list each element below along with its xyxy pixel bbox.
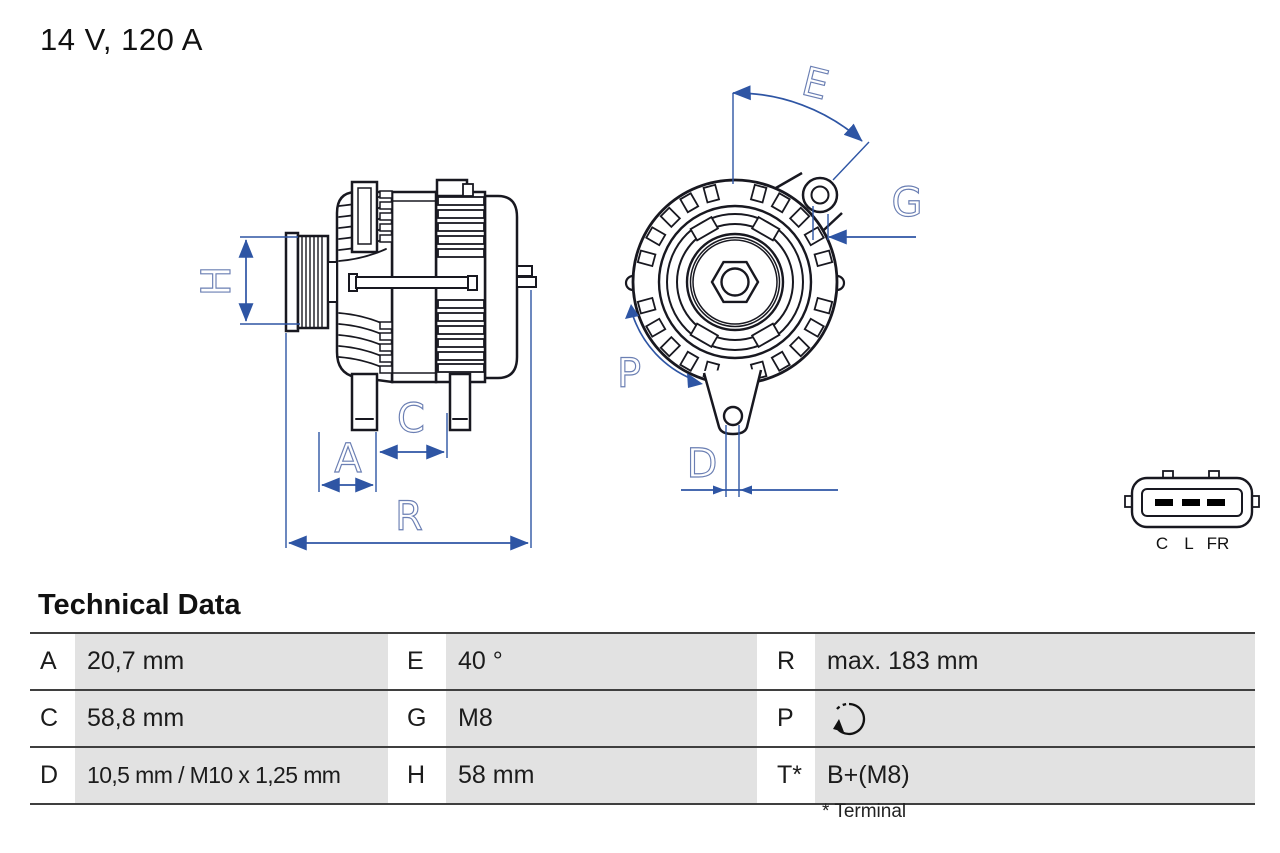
technical-drawing: H A C R (193, 58, 1260, 553)
dim-key-a: A (30, 634, 75, 689)
dim-label-e: E (797, 59, 833, 110)
dim-value-p (815, 691, 1255, 746)
side-view-dimensions: H A C R (193, 236, 532, 551)
dim-key-g: G (388, 691, 446, 746)
dim-label-p: P (617, 351, 641, 397)
connector-pin-label-c: C (1156, 534, 1168, 553)
dim-value-g: M8 (446, 691, 757, 746)
dim-label-h: H (194, 266, 240, 296)
dim-label-r: R (395, 494, 423, 540)
dim-key-c: C (30, 691, 75, 746)
dim-key-e: E (388, 634, 446, 689)
table-row: C 58,8 mm G M8 P (30, 689, 1255, 746)
connector-diagram: C L FR (1124, 470, 1260, 553)
dim-value-r: max. 183 mm (815, 634, 1255, 689)
terminal-footnote: * Terminal (822, 801, 907, 822)
dim-key-t: T* (757, 748, 815, 803)
connector-pin-label-fr: FR (1207, 534, 1230, 553)
table-row: A 20,7 mm E 40 ° R max. 183 mm (30, 632, 1255, 689)
dim-key-r: R (757, 634, 815, 689)
dim-key-d: D (30, 748, 75, 803)
alternator-side-view (284, 178, 537, 432)
alternator-front-view (624, 171, 846, 436)
dim-value-h: 58 mm (446, 748, 757, 803)
dim-label-c: C (397, 396, 425, 442)
dim-label-d: D (687, 441, 718, 487)
connector-pin-label-l: L (1184, 534, 1193, 553)
connector-pins (1155, 499, 1225, 506)
dim-value-c: 58,8 mm (75, 691, 388, 746)
dim-value-e: 40 ° (446, 634, 757, 689)
rotation-direction-icon (833, 702, 866, 735)
technical-data-heading: Technical Data (38, 589, 241, 621)
technical-data-table: A 20,7 mm E 40 ° R max. 183 mm C 58,8 mm… (30, 632, 1255, 805)
table-row: D 10,5 mm / M10 x 1,25 mm H 58 mm T* B+(… (30, 746, 1255, 805)
dim-key-p: P (757, 691, 815, 746)
dim-value-a: 20,7 mm (75, 634, 388, 689)
dim-value-d: 10,5 mm / M10 x 1,25 mm (75, 748, 388, 803)
dim-key-h: H (388, 748, 446, 803)
dim-label-g: G (892, 180, 923, 226)
dim-label-a: A (334, 436, 362, 482)
dim-value-t: B+(M8) (815, 748, 1255, 803)
product-title: 14 V, 120 A (40, 22, 203, 57)
